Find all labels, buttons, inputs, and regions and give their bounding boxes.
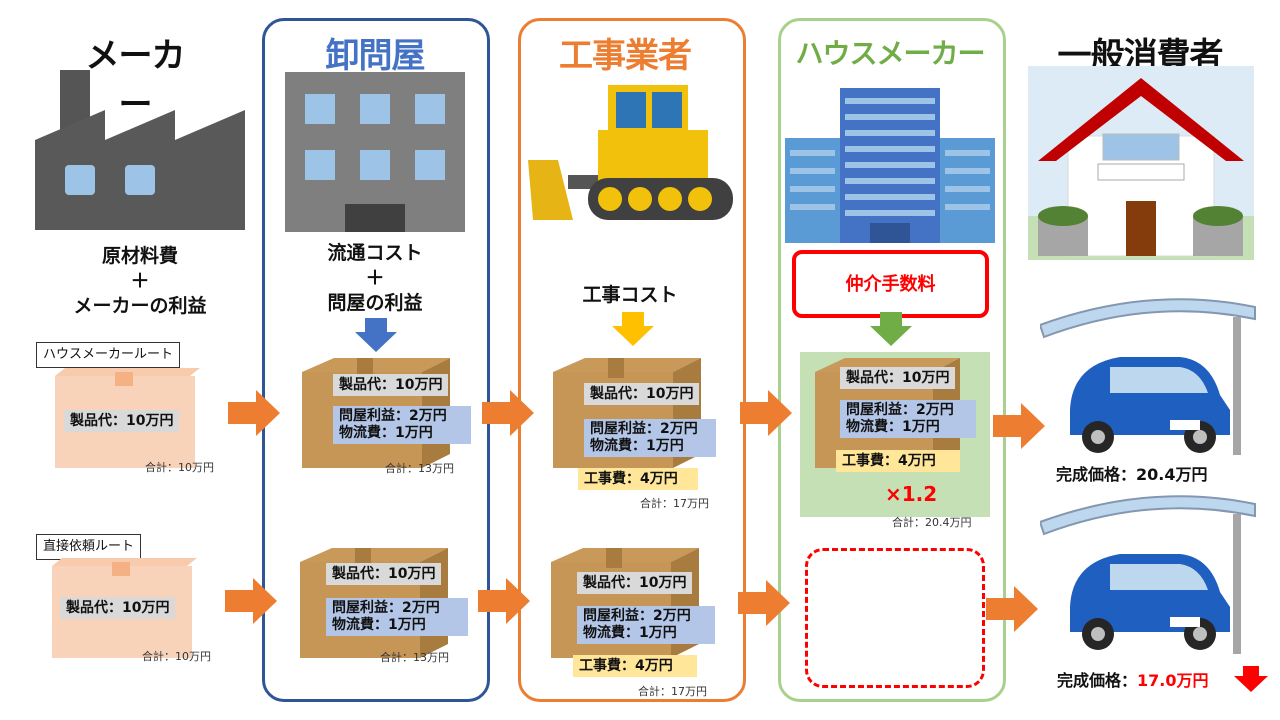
logistics-label: 物流費：1万円 [840, 417, 976, 438]
logistics-label: 物流費：1万円 [333, 423, 471, 444]
multiplier-label: ×1.2 [885, 482, 938, 506]
wholesale-profit-label: 問屋利益：2万円 [333, 406, 471, 427]
right-arrow [993, 403, 1045, 449]
factory-icon [35, 70, 245, 230]
final-price-route1: 完成価格：20.4万円 [1056, 465, 1208, 484]
total-label: 合計：10万円 [142, 650, 211, 663]
bulldozer-icon [528, 85, 733, 220]
final-price-value: 17.0万円 [1137, 671, 1209, 690]
logistics-label: 物流費：1万円 [577, 623, 715, 644]
right-arrow [738, 580, 790, 626]
title-contractor: 工事業者 [559, 36, 692, 76]
wholesale-profit-label: 問屋利益：2万円 [840, 400, 976, 421]
product-price-label: 製品代：10万円 [333, 374, 449, 396]
right-arrow [225, 578, 277, 624]
wholesaler-cost-plus: ＋ [365, 267, 385, 289]
maker-cost-line1: 原材料費 [101, 245, 178, 267]
carport-car-icon [1040, 298, 1256, 455]
down-arrow-contractor [612, 312, 654, 346]
wholesale-profit-label: 問屋利益：2万円 [584, 419, 716, 440]
panel-housemaker [778, 18, 1006, 702]
maker-cost-plus: ＋ [130, 270, 150, 292]
carport-car-icon [1040, 495, 1256, 654]
right-arrow [482, 390, 534, 436]
wholesale-profit-label: 問屋利益：2万円 [326, 598, 468, 619]
wholesaler-cost-line1: 流通コスト [327, 242, 423, 264]
route-label-direct: 直接依頼ルート [36, 534, 142, 560]
wholesale-profit-label: 問屋利益：2万円 [577, 606, 715, 627]
product-price-label: 製品代：10万円 [60, 597, 176, 619]
title-housemaker: ハウスメーカー [795, 37, 985, 70]
total-label: 合計：13万円 [385, 462, 454, 475]
product-price-label: 製品代：10万円 [840, 367, 956, 389]
construction-label: 工事費：4万円 [573, 655, 697, 677]
construction-label: 工事費：4万円 [578, 468, 698, 490]
empty-housemaker-slot [805, 548, 985, 688]
title-maker: メーカー [85, 36, 186, 125]
panel-wholesaler [262, 18, 490, 702]
right-arrow [228, 390, 280, 436]
route-label-housemaker: ハウスメーカールート [36, 342, 181, 368]
house-icon [1028, 66, 1254, 260]
brokerage-fee-text: 仲介手数料 [845, 274, 936, 295]
right-arrow [478, 578, 530, 624]
total-label: 合計：17万円 [638, 685, 707, 698]
title-wholesaler: 卸問屋 [325, 36, 426, 76]
price-down-arrow-icon [1234, 666, 1268, 692]
product-price-label: 製品代：10万円 [64, 410, 180, 432]
office-tower-icon [785, 88, 995, 243]
down-arrow-wholesaler [355, 318, 397, 352]
contractor-cost: 工事コスト [582, 284, 678, 306]
total-label: 合計：17万円 [640, 497, 709, 510]
product-price-label: 製品代：10万円 [326, 563, 442, 585]
total-label: 合計：10万円 [145, 461, 214, 474]
panel-contractor [518, 18, 746, 702]
right-arrow [740, 390, 792, 436]
final-price-route2: 完成価格：17.0万円 [1057, 667, 1209, 691]
logistics-label: 物流費：1万円 [584, 436, 716, 457]
right-arrow [986, 586, 1038, 632]
product-price-label: 製品代：10万円 [584, 383, 700, 405]
product-price-label: 製品代：10万円 [577, 572, 693, 594]
wholesaler-cost-line2: 問屋の利益 [327, 292, 423, 314]
construction-label: 工事費：4万円 [836, 450, 960, 472]
down-arrow-housemaker [870, 312, 912, 346]
maker-cost-line2: メーカーの利益 [73, 295, 207, 317]
total-label: 合計：13万円 [380, 651, 449, 664]
building-icon [285, 72, 465, 232]
logistics-label: 物流費：1万円 [326, 615, 468, 636]
total-label: 合計：20.4万円 [892, 516, 972, 529]
final-price-label: 完成価格： [1057, 671, 1138, 690]
